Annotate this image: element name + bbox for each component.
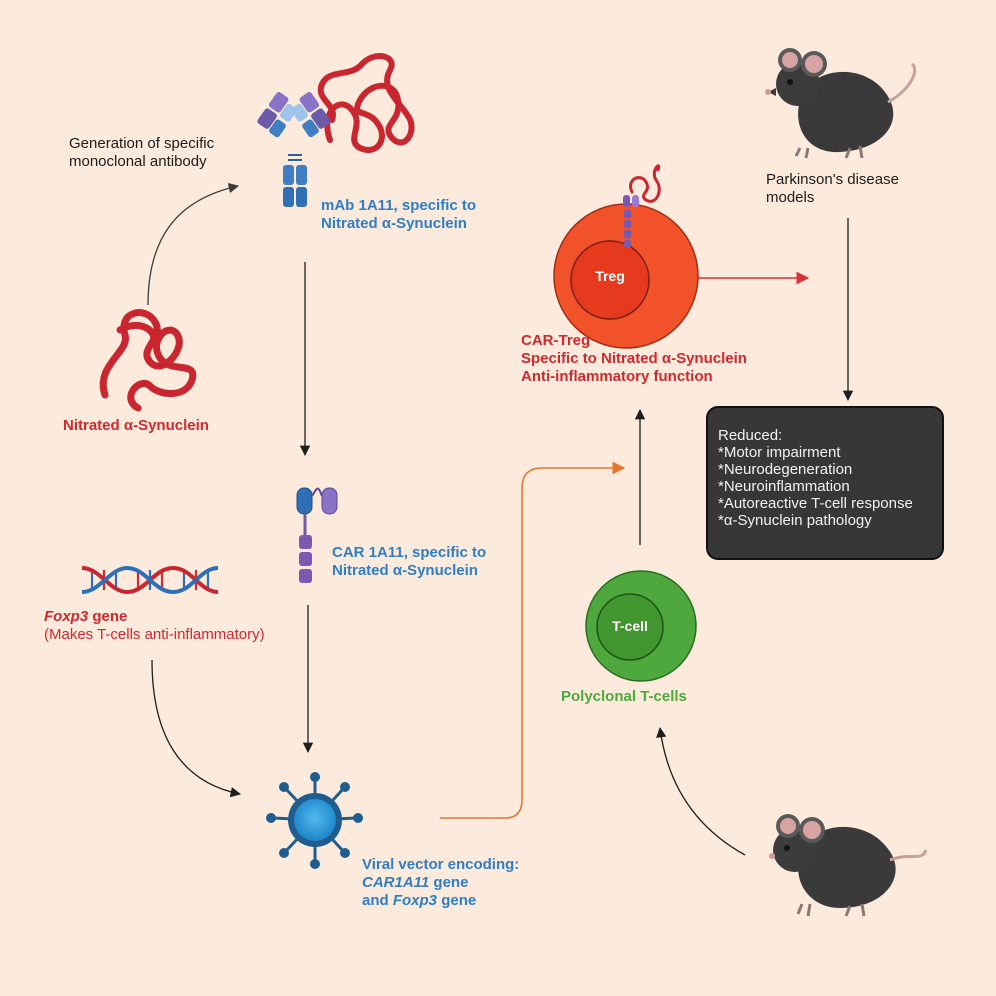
car-treg-label: CAR-Treg Specific to Nitrated α-Synuclei…	[521, 332, 747, 386]
tcell-icon	[585, 570, 697, 682]
results-box: Reduced: *Motor impairment *Neurodegener…	[706, 406, 944, 560]
mab-line-1: mAb 1A11, specific to	[321, 197, 477, 214]
viral-gene-2: and Foxp3 gene	[362, 892, 519, 910]
mab-label: mAb 1A11, specific to Nitrated α-Synucle…	[321, 197, 476, 233]
foxp3-name: Foxp3	[44, 608, 89, 625]
generation-line-1: Generation of specific	[69, 135, 215, 152]
generation-line-2: monoclonal antibody	[69, 153, 207, 170]
arrow-foxp3-to-viral	[151, 659, 242, 798]
car-line-2: Nitrated α-Synuclein	[332, 562, 478, 579]
viral-vector-icon	[266, 772, 363, 869]
nitrated-synuclein-label: Nitrated α-Synuclein	[63, 417, 209, 434]
arrow-synuclein-to-antibody	[147, 182, 240, 306]
tcell-label: T-cell	[612, 618, 648, 634]
viral-gene-1-suffix: gene	[429, 874, 469, 891]
generation-label: Generation of specific monoclonal antibo…	[69, 135, 214, 171]
result-item: *Neurodegeneration	[718, 461, 853, 478]
car-treg-line-3: Anti-inflammatory function	[521, 368, 713, 385]
viral-gene-2-prefix: and	[362, 892, 393, 909]
foxp3-description: (Makes T-cells anti-inflammatory)	[44, 626, 265, 643]
car-label: CAR 1A11, specific to Nitrated α-Synucle…	[332, 544, 486, 580]
mab-line-2: Nitrated α-Synuclein	[321, 215, 467, 232]
treg-cell-icon	[553, 164, 699, 349]
polyclonal-tcells-label: Polyclonal T-cells	[561, 688, 687, 705]
result-item: *Autoreactive T-cell response	[718, 495, 913, 512]
synuclein-protein-icon	[99, 309, 197, 412]
viral-vector-label: Viral vector encoding: CAR1A11 gene and …	[362, 856, 519, 910]
arrow-viral-to-treg	[440, 461, 626, 819]
result-item: *Neuroinflammation	[718, 478, 850, 495]
mouse-icon	[769, 814, 928, 917]
parkinson-line-1: Parkinson's disease	[766, 171, 899, 188]
foxp3-suffix: gene	[88, 608, 128, 625]
viral-gene-2-name: Foxp3	[392, 892, 438, 909]
results-title: Reduced:	[718, 427, 783, 444]
car-line-1: CAR 1A11, specific to	[332, 544, 487, 561]
viral-gene-1-name: CAR1A11	[362, 874, 430, 891]
car-receptor-icon	[296, 487, 338, 583]
foxp3-title: Foxp3 gene	[44, 608, 265, 626]
car-treg-line-1: CAR-Treg	[521, 332, 591, 349]
antibody-icon	[257, 53, 415, 207]
viral-gene-2-suffix: gene	[437, 892, 477, 909]
viral-title: Viral vector encoding:	[362, 856, 520, 873]
dna-helix-icon	[81, 565, 219, 595]
mouse-icon	[765, 48, 917, 159]
viral-gene-1: CAR1A11 gene	[362, 874, 519, 892]
parkinson-models-label: Parkinson's disease models	[766, 171, 899, 207]
treg-label: Treg	[595, 268, 625, 284]
foxp3-label: Foxp3 gene (Makes T-cells anti-inflammat…	[44, 608, 265, 644]
car-treg-line-2: Specific to Nitrated α-Synuclein	[521, 350, 747, 367]
result-item: *Motor impairment	[718, 444, 841, 461]
result-item: *α-Synuclein pathology	[718, 512, 872, 529]
parkinson-line-2: models	[766, 189, 815, 206]
arrow-mouse-to-tcell	[656, 726, 746, 856]
